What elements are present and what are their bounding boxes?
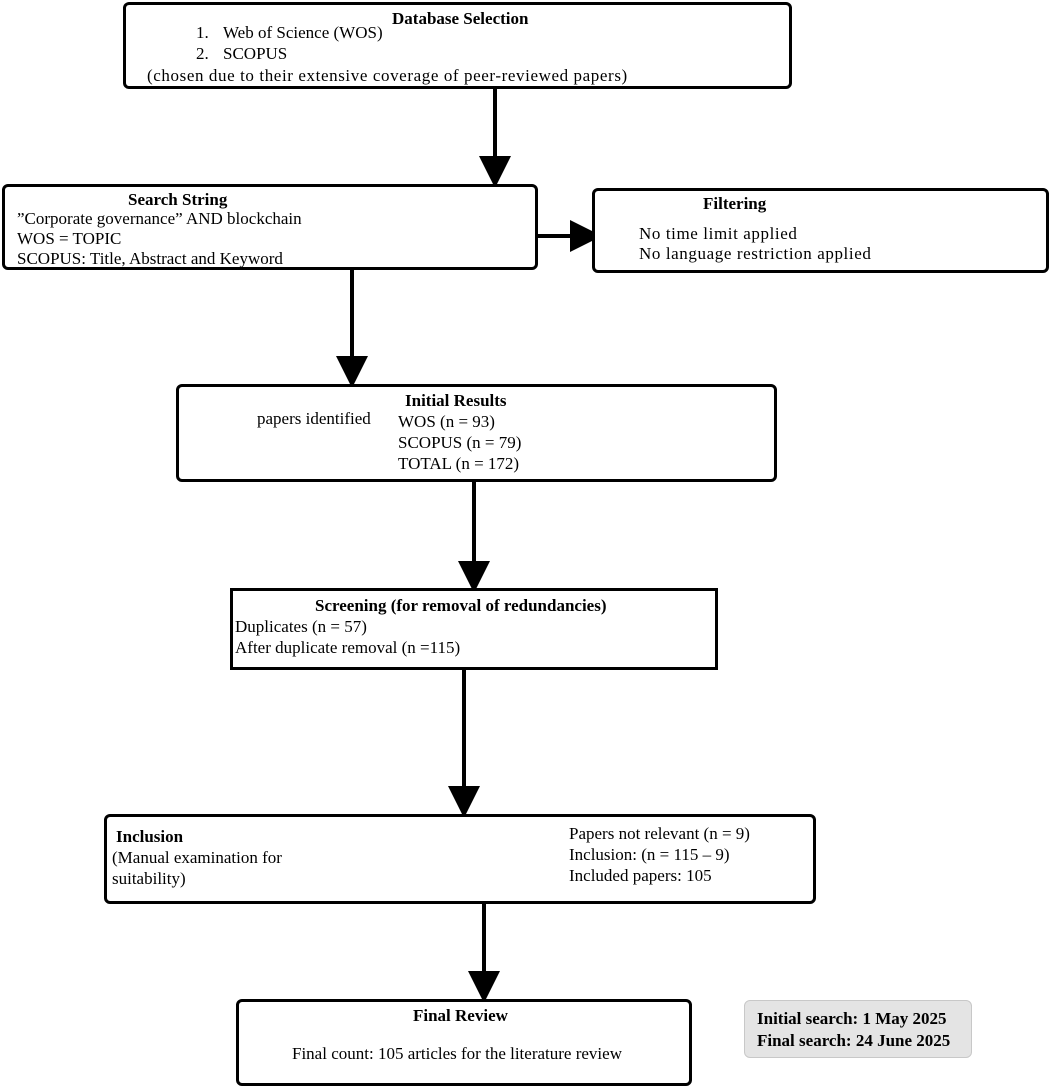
search-string-title: Search String	[128, 190, 228, 209]
final-review-box: Final Review Final count: 105 articles f…	[236, 999, 692, 1086]
search-string-scopus-field: SCOPUS: Title, Abstract and Keyword	[17, 249, 283, 268]
database-selection-note: (chosen due to their extensive coverage …	[147, 66, 628, 85]
screening-title: Screening (for removal of redundancies)	[315, 596, 607, 615]
database-selection-box: Database Selection 1. Web of Science (WO…	[123, 2, 792, 89]
search-string-wos-field: WOS = TOPIC	[17, 229, 122, 248]
inclusion-description: (Manual examination for	[112, 848, 282, 867]
database-selection-title: Database Selection	[392, 9, 529, 28]
filtering-time-limit: No time limit applied	[639, 224, 798, 243]
inclusion-calculation: Inclusion: (n = 115 – 9)	[569, 845, 730, 864]
inclusion-description: suitability)	[112, 869, 186, 888]
initial-results-title: Initial Results	[405, 391, 507, 410]
filtering-box: Filtering No time limit applied No langu…	[592, 188, 1049, 273]
filtering-language: No language restriction applied	[639, 244, 872, 263]
search-string-query: ”Corporate governance” AND blockchain	[17, 209, 302, 228]
database-item-number: 2.	[196, 44, 209, 63]
inclusion-title: Inclusion	[116, 827, 184, 846]
search-dates-note: Initial search: 1 May 2025 Final search:…	[744, 1000, 972, 1058]
initial-results-label: papers identified	[257, 409, 371, 428]
final-search-date: Final search: 24 June 2025	[757, 1031, 951, 1050]
screening-after-removal: After duplicate removal (n =115)	[235, 638, 461, 657]
filtering-title: Filtering	[703, 194, 767, 213]
screening-duplicates: Duplicates (n = 57)	[235, 617, 367, 636]
final-review-title: Final Review	[413, 1006, 508, 1025]
initial-results-box: Initial Results papers identified WOS (n…	[176, 384, 777, 482]
initial-search-date: Initial search: 1 May 2025	[757, 1009, 947, 1028]
screening-box: Screening (for removal of redundancies) …	[230, 588, 718, 670]
initial-results-scopus: SCOPUS (n = 79)	[398, 433, 522, 452]
initial-results-total: TOTAL (n = 172)	[398, 454, 520, 473]
database-item-wos: Web of Science (WOS)	[223, 23, 383, 42]
final-review-count: Final count: 105 articles for the litera…	[292, 1044, 622, 1063]
initial-results-wos: WOS (n = 93)	[398, 412, 495, 431]
inclusion-box: Inclusion (Manual examination for suitab…	[104, 814, 816, 904]
inclusion-included-papers: Included papers: 105	[569, 866, 712, 885]
search-string-box: Search String ”Corporate governance” AND…	[2, 184, 538, 270]
inclusion-not-relevant: Papers not relevant (n = 9)	[569, 824, 750, 843]
database-item-scopus: SCOPUS	[223, 44, 288, 63]
database-item-number: 1.	[196, 23, 209, 42]
